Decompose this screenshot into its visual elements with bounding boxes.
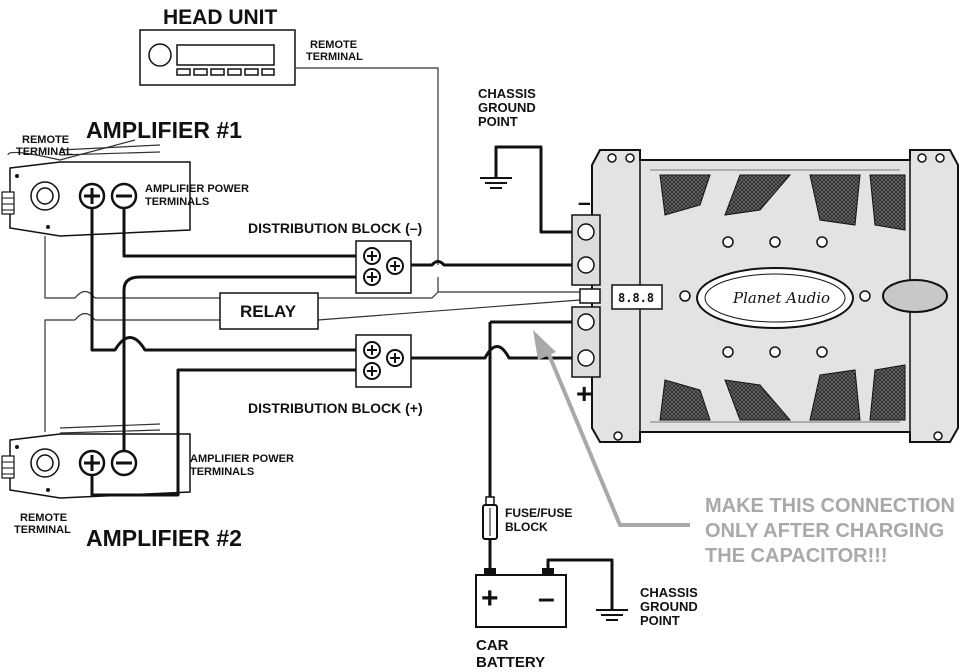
- fuse-label-2: BLOCK: [505, 520, 548, 534]
- distribution-block-negative-label: DISTRIBUTION BLOCK (–): [248, 220, 422, 236]
- remote-wires: [7, 67, 581, 432]
- fuse-block: [482, 496, 498, 540]
- amp2-plus-terminal-icon: [78, 449, 106, 477]
- chassis-ground-bottom-label-2: GROUND: [640, 599, 698, 614]
- warning-line-1: MAKE THIS CONNECTION: [705, 495, 955, 517]
- relay-box: [219, 292, 319, 330]
- amp1-power-label: AMPLIFIER POWER: [145, 183, 249, 195]
- battery-label: CAR: [476, 637, 509, 654]
- power-wires: [90, 145, 614, 610]
- distribution-block-positive-label: DISTRIBUTION BLOCK (+): [248, 400, 423, 416]
- amp1-remote-label: REMOTE: [22, 134, 69, 146]
- warning-line-3: THE CAPACITOR!!!: [705, 545, 888, 567]
- relay-label: RELAY: [240, 302, 297, 321]
- capacitor-brand: Planet Audio: [732, 289, 830, 307]
- ground-symbol-icon: [480, 177, 512, 189]
- amp1-plus-terminal-icon: [78, 182, 106, 210]
- head-unit-remote-label-2: TERMINAL: [306, 51, 363, 63]
- fuse-label: FUSE/FUSE: [505, 506, 572, 520]
- amp2-power-label-2: TERMINALS: [190, 466, 254, 478]
- warning-line-2: ONLY AFTER CHARGING: [705, 520, 944, 542]
- amp1-power-label-2: TERMINALS: [145, 196, 209, 208]
- amp1-title: AMPLIFIER #1: [86, 117, 242, 143]
- chassis-ground-bottom-label: CHASSIS: [640, 585, 698, 600]
- battery-plus-sign: +: [481, 582, 499, 615]
- amp2-title: AMPLIFIER #2: [86, 525, 242, 551]
- ground-symbol-bottom-icon: [596, 609, 628, 621]
- amp2-power-label: AMPLIFIER POWER: [190, 453, 294, 465]
- capacitor-plus-sign: +: [576, 378, 592, 409]
- capacitor-display: 8.8.8: [618, 291, 654, 305]
- car-battery: [475, 568, 567, 628]
- distribution-block-positive: [355, 334, 412, 388]
- amp2-remote-label: REMOTE: [20, 512, 67, 524]
- amp2-remote-label-2: TERMINAL: [14, 524, 71, 536]
- chassis-ground-bottom-label-3: POINT: [640, 613, 680, 628]
- capacitor-minus-sign: –: [578, 189, 591, 215]
- distribution-block-negative: [355, 240, 412, 294]
- amp1-minus-terminal-icon: [110, 182, 138, 210]
- battery-minus-sign: –: [538, 582, 555, 615]
- head-unit-title: HEAD UNIT: [163, 6, 278, 29]
- amp1-remote-label-2: TERMINAL: [16, 146, 73, 158]
- chassis-ground-top-label: CHASSIS: [478, 86, 536, 101]
- head-unit: [139, 29, 296, 86]
- chassis-ground-top-label-3: POINT: [478, 114, 518, 129]
- battery-label-2: BATTERY: [476, 654, 545, 671]
- warning-arrow: [533, 330, 690, 527]
- amp2-minus-terminal-icon: [110, 449, 138, 477]
- head-unit-remote-label: REMOTE: [310, 39, 357, 51]
- chassis-ground-top-label-2: GROUND: [478, 100, 536, 115]
- capacitor: [571, 149, 959, 443]
